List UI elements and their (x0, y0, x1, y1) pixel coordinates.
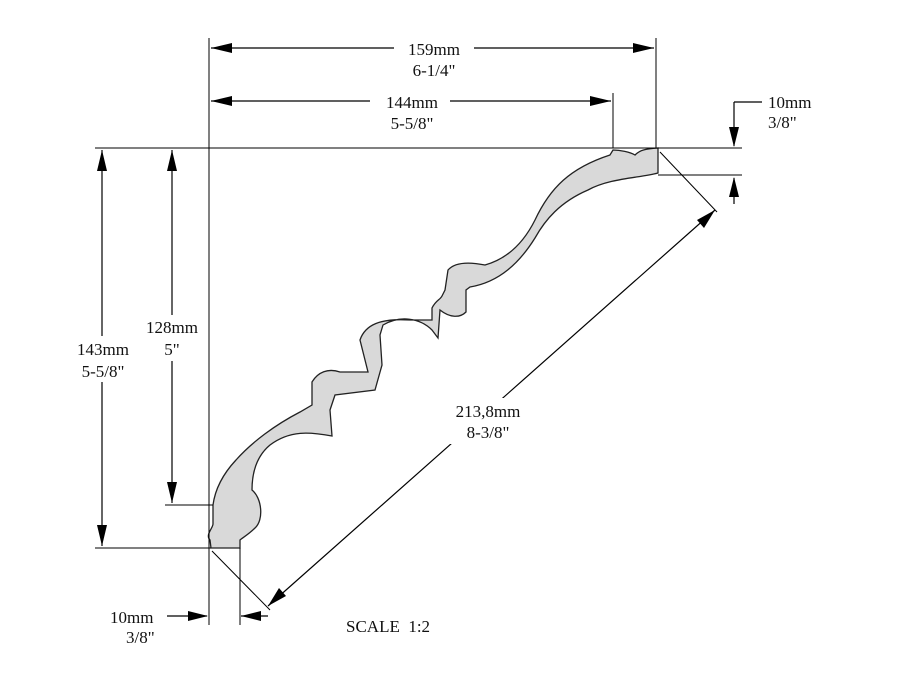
dim-bottom-lip-in: 3/8" (126, 628, 155, 647)
dim-bottom-lip-mm: 10mm (110, 608, 153, 627)
dim-back-height-in: 5" (164, 340, 179, 359)
dim-overall-height-mm: 143mm (77, 340, 129, 359)
arrowhead (211, 43, 232, 53)
arrowhead (188, 611, 208, 621)
dim-overall-width-mm: 159mm (408, 40, 460, 59)
arrowhead (729, 177, 739, 197)
arrowhead (97, 150, 107, 171)
arrowhead (729, 127, 739, 147)
arrowhead (590, 96, 611, 106)
molding-profile (207, 147, 659, 549)
arrowhead (211, 96, 232, 106)
arrowhead (697, 210, 715, 228)
dim-overall-width-in: 6-1/4" (413, 61, 456, 80)
dim-diagonal-mm: 213,8mm (456, 402, 521, 421)
arrowhead (633, 43, 654, 53)
dim-diagonal-in: 8-3/8" (467, 423, 510, 442)
arrowhead (268, 588, 286, 606)
arrowhead (167, 150, 177, 171)
dim-overall-height-in: 5-5/8" (82, 362, 125, 381)
arrowhead (241, 611, 261, 621)
scale-label: SCALE 1:2 (346, 617, 430, 636)
arrowhead (97, 525, 107, 546)
dim-back-width-mm: 144mm (386, 93, 438, 112)
ext-diag-bottom (211, 550, 271, 611)
dim-back-width-in: 5-5/8" (391, 114, 434, 133)
dim-top-lip-mm: 10mm (768, 93, 811, 112)
ext-diag-top (659, 151, 718, 213)
dim-top-lip-in: 3/8" (768, 113, 797, 132)
arrowhead (167, 482, 177, 503)
dim-back-height-mm: 128mm (146, 318, 198, 337)
